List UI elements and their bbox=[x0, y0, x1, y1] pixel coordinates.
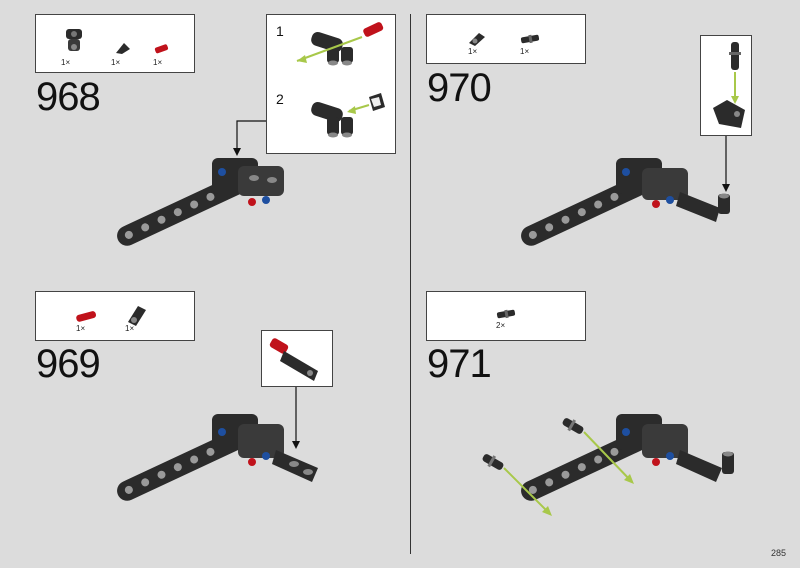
connector-black-icon bbox=[469, 33, 485, 46]
part-qty: 2× bbox=[496, 321, 506, 330]
step-number: 970 bbox=[427, 66, 492, 110]
part-qty: 1× bbox=[125, 324, 135, 333]
wedge-black-icon bbox=[116, 43, 130, 54]
pin-red-icon bbox=[76, 311, 97, 322]
axle-pin-black-icon bbox=[520, 34, 540, 44]
step-number: 969 bbox=[36, 342, 101, 386]
step-number: 971 bbox=[427, 342, 492, 386]
subassembly-callout-970 bbox=[700, 35, 752, 136]
parts-list-970: 1× 1× bbox=[426, 14, 586, 64]
page-number: 285 bbox=[770, 548, 786, 558]
axle-connector-black-icon bbox=[128, 306, 146, 326]
part-qty: 1× bbox=[468, 47, 478, 56]
parts-list-969: 1× 1× bbox=[35, 291, 195, 341]
red-pin-connector-illustration bbox=[269, 338, 318, 381]
axle-pin-black-icon bbox=[496, 309, 516, 319]
part-qty: 1× bbox=[111, 58, 121, 67]
part-qty: 1× bbox=[61, 58, 71, 67]
parts-list-968: 1× 1× 1× bbox=[35, 14, 195, 73]
pin-red-icon bbox=[154, 44, 169, 54]
step-number: 968 bbox=[36, 75, 101, 119]
column-divider bbox=[410, 14, 411, 554]
substep-label: 2 bbox=[276, 91, 284, 107]
part-qty: 1× bbox=[520, 47, 530, 56]
connector-black-icon bbox=[66, 29, 82, 51]
parts-list-971: 2× bbox=[426, 291, 586, 341]
subassembly-1-illustration bbox=[296, 22, 385, 138]
substep-label: 1 bbox=[276, 23, 284, 39]
part-qty: 1× bbox=[76, 324, 86, 333]
part-qty: 1× bbox=[153, 58, 163, 67]
axle-connector-illustration bbox=[713, 42, 745, 128]
subassembly-callout-969 bbox=[261, 330, 333, 387]
subassembly-callout-968: 1 2 bbox=[266, 14, 396, 154]
